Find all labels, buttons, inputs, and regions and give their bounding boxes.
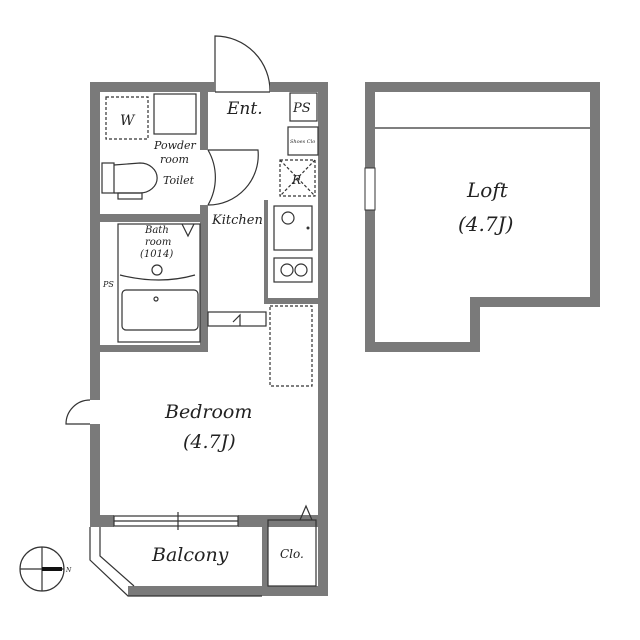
balcony-outline [89, 527, 262, 597]
ps-box-top [289, 92, 318, 122]
entrance-label: Ent. [226, 99, 263, 119]
closet [267, 519, 317, 587]
bath-unit [117, 223, 201, 343]
bathroom-size-label: (1014) [140, 249, 173, 260]
kitchen-label: Kitchen [211, 213, 263, 228]
loft-size-label: (4.7J) [458, 212, 513, 236]
bathroom-label: Bath [144, 225, 169, 236]
refrigerator-label: R [291, 173, 301, 187]
washer-space [105, 96, 149, 140]
powder-room-label: Powder [153, 139, 197, 152]
bedroom-window [113, 512, 239, 530]
loft [364, 82, 600, 352]
north-compass-icon: N [19, 546, 72, 592]
kitchen-sink [273, 205, 313, 251]
bedroom-size-label: (4.7J) [183, 431, 236, 453]
toilet-fixture [101, 162, 158, 200]
powder-room-door [207, 149, 216, 206]
bathroom-label-2: room [145, 237, 171, 248]
ps-label-top: PS [292, 101, 311, 116]
bedroom-label: Bedroom [164, 401, 252, 423]
powder-room-label-2: room [160, 153, 189, 166]
shoes-closet [287, 126, 319, 156]
compass-north-label: N [65, 567, 72, 574]
powder-sink [153, 93, 197, 135]
washer-label: W [120, 113, 136, 129]
refrigerator-space [279, 159, 316, 197]
kitchen-threshold [207, 311, 267, 327]
shoes-closet-label: Shoes Clo [290, 139, 315, 145]
stove [273, 257, 313, 283]
closet-label: Clo. [280, 547, 304, 561]
loft-label: Loft [466, 178, 509, 202]
fridge-space [269, 305, 313, 387]
entrance-door [214, 35, 271, 93]
ps-label-bath: PS [102, 280, 114, 289]
balcony-label: Balcony [151, 544, 229, 566]
toilet-label: Toilet [163, 174, 195, 187]
bedroom-side-door [65, 399, 91, 425]
main-walls [90, 82, 328, 596]
